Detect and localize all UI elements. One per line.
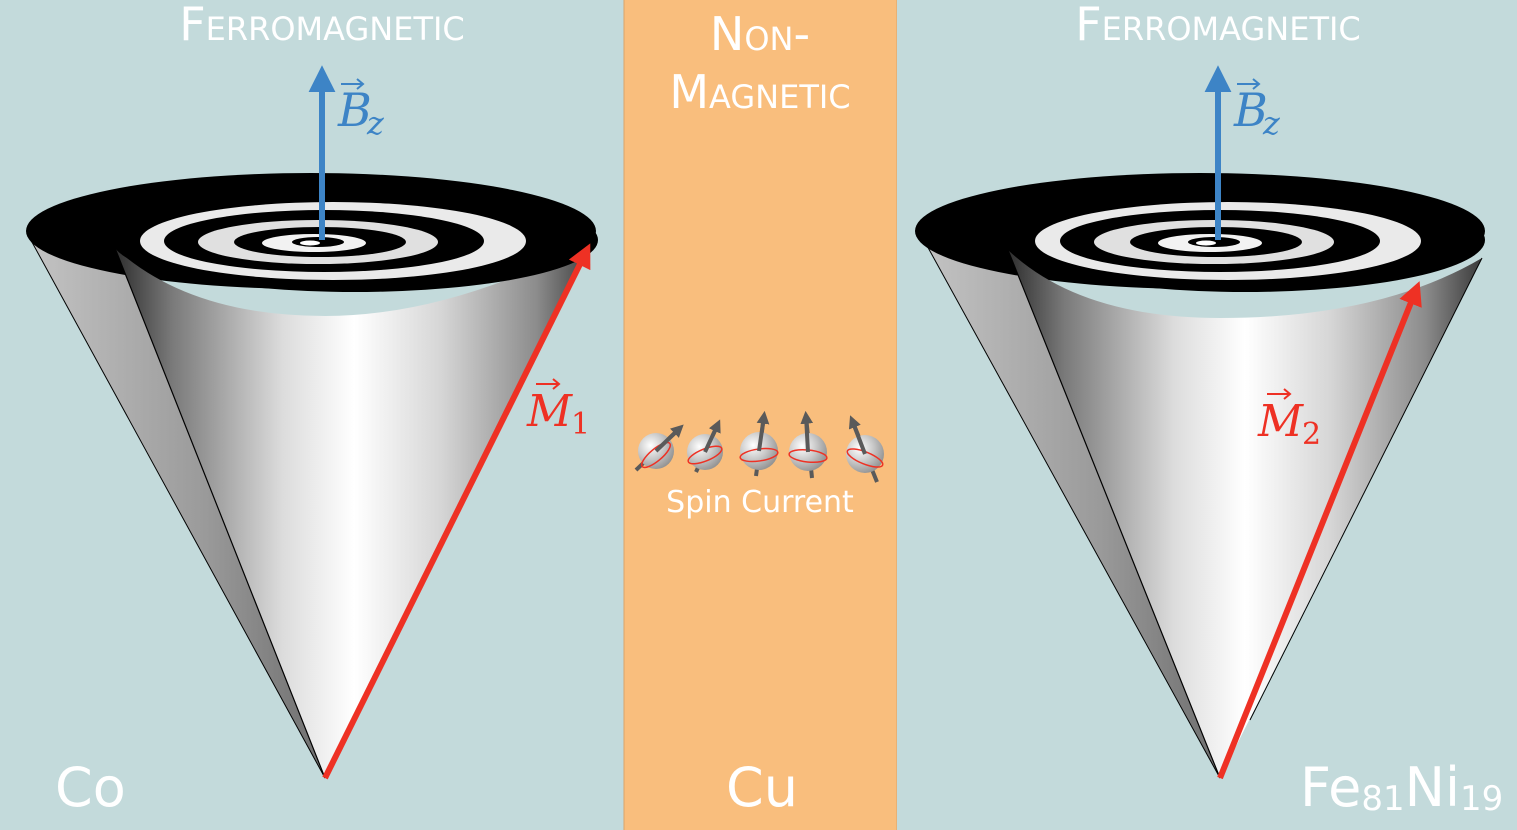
spinning-electron-icon	[634, 424, 684, 472]
left-field-label: B z	[337, 78, 385, 142]
spinning-electron-icon	[846, 415, 884, 483]
svg-text:Fe81Ni19: Fe81Ni19	[1300, 756, 1503, 819]
right-magnetization-label: M 2	[1257, 388, 1321, 452]
left-heading: Ferromagnetic	[179, 0, 465, 51]
svg-text:z: z	[366, 104, 385, 142]
right-material-label: Fe81Ni19	[1300, 756, 1503, 819]
right-magnetization-arrow-icon	[1217, 281, 1422, 780]
middle-nonmagnetic-region	[624, 0, 897, 830]
svg-text:M: M	[526, 386, 573, 437]
spinning-electron-icon	[788, 410, 828, 479]
spinning-electron-icon	[739, 410, 779, 477]
svg-text:z: z	[1262, 104, 1281, 142]
right-field-label: B z	[1233, 78, 1281, 142]
spinning-electron-icon	[687, 419, 723, 473]
left-precession-cone	[26, 173, 598, 779]
svg-text:M: M	[1257, 396, 1304, 447]
left-magnetization-label: M 1	[526, 378, 590, 442]
spin-current-label: Spin Current	[666, 485, 854, 520]
svg-text:B: B	[1233, 83, 1268, 137]
svg-text:B: B	[337, 83, 372, 137]
middle-heading-line1: Non-	[710, 7, 810, 61]
left-material-label: Co	[55, 756, 126, 819]
right-precession-cone	[915, 173, 1485, 779]
right-heading: Ferromagnetic	[1075, 0, 1361, 51]
left-magnetization-arrow-icon	[322, 243, 591, 780]
svg-text:2: 2	[1302, 417, 1321, 452]
spin-current-electrons	[634, 410, 884, 483]
middle-material-label: Cu	[726, 756, 798, 819]
middle-heading-line2: Magnetic	[669, 65, 850, 119]
svg-text:1: 1	[571, 407, 590, 442]
